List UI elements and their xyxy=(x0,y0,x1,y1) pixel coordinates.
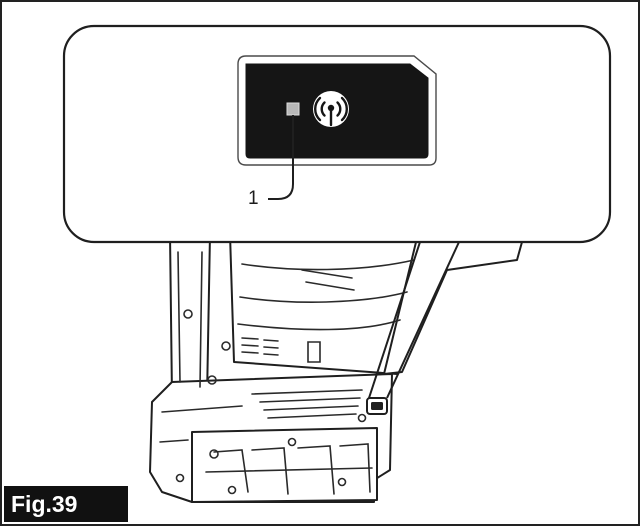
wireless-activation-icon xyxy=(313,91,349,127)
callout-pointer xyxy=(368,241,460,399)
indicator-lamp-icon xyxy=(286,102,300,116)
tool-details xyxy=(159,251,415,495)
callout-number: 1 xyxy=(248,188,259,209)
figure-label: Fig.39 xyxy=(4,486,128,522)
tool-wireless-button xyxy=(366,397,388,415)
callout-leader-line xyxy=(268,115,294,200)
tool-body xyxy=(149,233,523,503)
